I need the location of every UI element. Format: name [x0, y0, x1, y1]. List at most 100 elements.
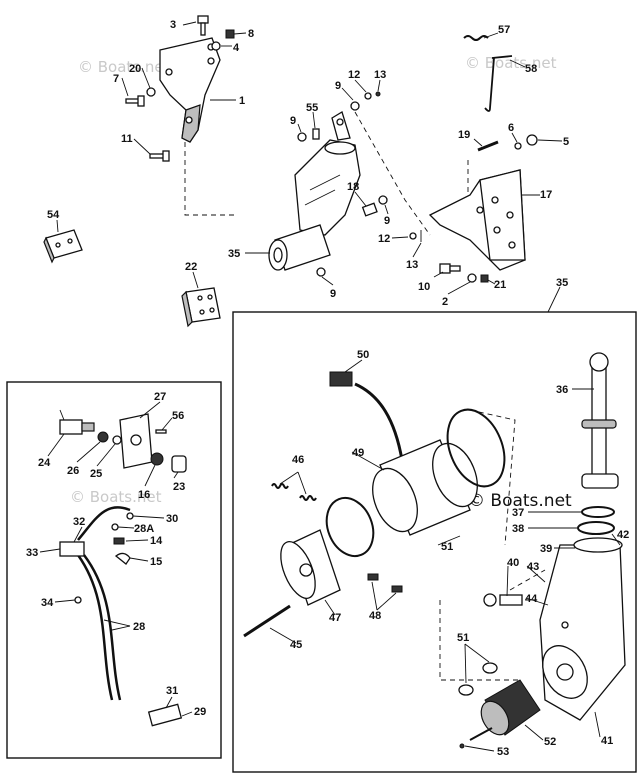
terminal-34: [74, 596, 82, 604]
callout-28A: 28A: [134, 523, 154, 535]
callout-20: 20: [129, 63, 141, 75]
trim-bracket-17: [428, 169, 526, 271]
callout-3: 3: [170, 19, 176, 31]
callout-43: 43: [527, 561, 539, 573]
clip-15: [114, 552, 131, 565]
harness-28: [76, 506, 131, 701]
callout-24: 24: [38, 457, 51, 469]
rubber-block-54: [43, 229, 83, 264]
washer-9-left: [297, 132, 307, 142]
pump-motor-assembly: [268, 111, 361, 271]
terminal-30: [126, 512, 134, 520]
callout-47: 47: [329, 612, 341, 624]
watermark-top-left: © Boats.net: [78, 58, 170, 76]
bushing-55: [312, 128, 320, 140]
watermark-main: © Boats.net: [468, 491, 572, 511]
callout-8: 8: [248, 28, 254, 40]
washer-6: [514, 142, 522, 150]
callout-48: 48: [369, 610, 381, 622]
callout-50: 50: [357, 349, 369, 361]
callout-55: 55: [306, 102, 318, 114]
callout-44: 44: [525, 593, 538, 605]
field-frame-49: [372, 439, 478, 536]
callout-51-shims: 51: [457, 632, 469, 644]
callout-35-box: 35: [556, 277, 568, 289]
callout-53: 53: [497, 746, 509, 758]
washer-9-top: [350, 101, 360, 111]
nut-26: [97, 431, 109, 443]
callout-57: 57: [498, 24, 510, 36]
callout-58: 58: [525, 63, 537, 75]
nut-21: [480, 274, 489, 283]
callout-4: 4: [233, 42, 240, 54]
callout-45: 45: [290, 639, 302, 651]
cover-plate-22: [181, 287, 221, 328]
watermark-mid-left: © Boats.net: [70, 488, 162, 506]
mounting-bracket: [159, 37, 221, 143]
callout-9-bottom: 9: [330, 288, 336, 300]
screw-7: [125, 95, 145, 107]
callout-35-top: 35: [228, 248, 240, 260]
toggle-switch-24: [59, 409, 95, 435]
washer-4: [211, 41, 221, 51]
end-cap-47: [280, 529, 341, 606]
callout-36: 36: [556, 384, 568, 396]
bolt-10: [439, 263, 461, 274]
callout-54: 54: [47, 209, 60, 221]
o-ring-51-large: [325, 408, 506, 558]
callout-17: 17: [540, 189, 552, 201]
callout-30: 30: [166, 513, 178, 525]
pump-housing-43: [539, 537, 626, 721]
callout-15: 15: [150, 556, 162, 568]
washer-25: [112, 435, 122, 445]
valve-40: [483, 593, 523, 607]
callout-12-top: 12: [348, 69, 360, 81]
linkage-rod-58: [484, 55, 513, 112]
callout-10: 10: [418, 281, 430, 293]
callout-51-ring: 51: [441, 541, 453, 553]
washer-9-right: [378, 195, 388, 205]
callout-6: 6: [508, 122, 514, 134]
callout-29: 29: [194, 706, 206, 718]
dashed-guide-motor: [354, 111, 431, 236]
leader-lines: [39, 21, 621, 752]
callout-19: 19: [458, 129, 470, 141]
callout-40: 40: [507, 557, 519, 569]
wiring-harness-frame: [6, 381, 222, 759]
through-bolt-45: [243, 604, 291, 638]
callout-38: 38: [512, 523, 524, 535]
callout-27: 27: [154, 391, 166, 403]
spring-57: [463, 35, 489, 41]
callout-7: 7: [113, 73, 119, 85]
callout-16: 16: [138, 489, 150, 501]
callout-18: 18: [347, 181, 359, 193]
clip-14: [113, 537, 125, 545]
washer-2: [467, 273, 477, 283]
callout-9-left: 9: [290, 115, 296, 127]
callout-31: 31: [166, 685, 178, 697]
pin-13-top: [375, 91, 381, 97]
callout-39: 39: [540, 543, 552, 555]
callout-46: 46: [292, 454, 304, 466]
callout-1: 1: [239, 95, 245, 107]
callout-22: 22: [185, 261, 197, 273]
armature-52: [469, 679, 541, 741]
bolt-3: [197, 15, 209, 36]
callout-37: 37: [512, 507, 524, 519]
callout-28: 28: [133, 621, 145, 633]
callout-14: 14: [150, 535, 163, 547]
dashed-guide-bracket: [184, 142, 235, 216]
callout-11: 11: [121, 133, 133, 145]
callout-25: 25: [90, 468, 102, 480]
terminal-28a: [111, 523, 119, 531]
dashed-guide-valve: [509, 569, 546, 591]
callout-labels: 3 8 4 20 7 1 11 55 9 9 12 13 18 9 35 9 1…: [26, 19, 629, 758]
motor-assembly-frame: [232, 311, 637, 773]
callout-9-top: 9: [335, 80, 341, 92]
plug-31: [147, 703, 183, 727]
watermark-top-right: © Boats.net: [465, 54, 557, 72]
connector-32: [59, 541, 85, 557]
washer-12-mid: [409, 232, 417, 240]
